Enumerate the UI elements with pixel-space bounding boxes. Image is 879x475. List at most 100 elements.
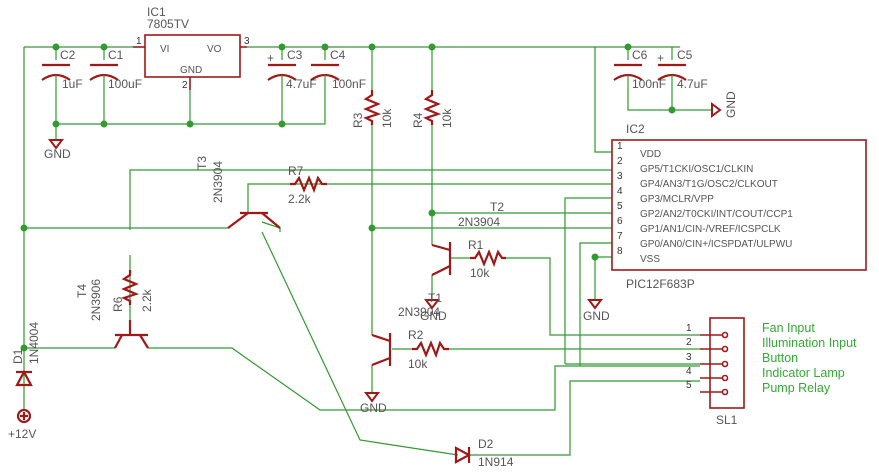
sl1-pin-num: 5	[686, 380, 692, 391]
ic2-pin-num: 8	[617, 246, 623, 257]
ic2-pin-num: 4	[617, 186, 623, 197]
sl1-name: SL1	[716, 413, 738, 427]
ic2-pin-row: 5 GP2/AN2/T0CKI/INT/COUT/CCP1	[617, 201, 793, 220]
connector-sl1: SL1 1 Fan Input 2 Illumination Input 3 B…	[686, 317, 857, 427]
diode-d2: D2 1N914	[454, 437, 514, 469]
diode-triangle	[15, 369, 33, 387]
c6-value: 100nF	[632, 77, 666, 91]
d2-value: 1N914	[478, 455, 514, 469]
transistor-t3: T3 2N3904	[195, 156, 281, 229]
supply-terminal-icon	[16, 408, 32, 424]
sl1-pin-label: Indicator Lamp	[762, 366, 845, 380]
resistor-zigzag	[470, 249, 506, 268]
d2-name: D2	[478, 437, 494, 451]
ground-icon	[364, 392, 380, 403]
capacitor-c3: + C3 4.7uF	[267, 48, 317, 91]
ic1-pin2: 2	[182, 80, 188, 91]
junction	[668, 106, 676, 114]
sl1-pin-label: Fan Input	[762, 321, 815, 335]
ic2-pin-label: GP1/AN1/CIN-/VREF/ICSPCLK	[640, 224, 781, 235]
r4-name: R4	[411, 112, 425, 128]
r3-value: 10k	[380, 108, 394, 128]
sl1-pin-socket-icon	[721, 345, 729, 353]
sl1-pin: 3 Button	[686, 351, 798, 368]
ic2-pin-row: 1 VDD	[617, 141, 661, 160]
ic2-pin-label: GP3/MCLR/VPP	[640, 194, 714, 205]
gnd-label: GND	[724, 91, 738, 118]
ic1-name: IC1	[147, 5, 166, 19]
ic2-pin-row: 8 VSS	[617, 246, 660, 265]
ic2-pin-num: 7	[617, 231, 623, 242]
ic2-pin-label: GP5/T1CKI/OSC1/CLKIN	[640, 164, 753, 175]
capacitor-c6: C6 100nF	[613, 48, 666, 91]
junction	[52, 43, 60, 51]
ic2-pin-label: GP0/AN0/CIN+/ICSPDAT/ULPWU	[640, 239, 792, 250]
r6-value: 2.2k	[140, 288, 154, 312]
sl1-pin-num: 4	[686, 366, 692, 377]
polarity-plus-icon: +	[657, 51, 664, 65]
transistor-lead	[431, 265, 451, 276]
transistor-lead	[114, 334, 123, 349]
resistor-zigzag	[423, 90, 442, 125]
c1-value: 100uF	[108, 77, 142, 91]
wire-d2-pump	[470, 380, 700, 456]
resistor-r7: R7 2.2k	[288, 164, 327, 206]
t3-value: 2N3904	[211, 161, 225, 203]
r4-value: 10k	[440, 108, 454, 128]
junction	[20, 344, 28, 352]
c3-name: C3	[287, 48, 303, 62]
resistor-zigzag	[363, 90, 382, 125]
t1-name: T1	[428, 291, 442, 305]
c2-name: C2	[60, 48, 76, 62]
t2-name: T2	[490, 200, 504, 214]
wire-gp4	[247, 183, 612, 213]
transistor-t1: T1 2N3904	[398, 242, 452, 319]
transistor-lead	[227, 212, 249, 229]
junction	[52, 120, 60, 128]
c4-value: 100nF	[332, 77, 366, 91]
resistor-r1: R1 10k	[468, 238, 506, 280]
ic1-value: 7805TV	[147, 17, 189, 31]
gnd-symbol-t1: GND	[420, 299, 447, 323]
junction	[428, 43, 436, 51]
ic2-name: IC2	[626, 122, 645, 136]
r7-value: 2.2k	[288, 192, 312, 206]
ic2-pin-num: 2	[617, 156, 623, 167]
resistor-zigzag	[412, 340, 449, 359]
ic2-pin-row: 4 GP3/MCLR/VPP	[617, 186, 714, 205]
junction	[624, 43, 632, 51]
transistor-t4: T4 2N3906	[75, 279, 149, 349]
c5-name: C5	[677, 48, 693, 62]
junction	[100, 120, 108, 128]
gnd-symbol-left: GND	[44, 139, 71, 161]
ic1-gnd-label: GND	[180, 65, 202, 76]
capacitor-c1: C1 100uF	[89, 48, 142, 91]
d1-value: 1N4004	[27, 322, 41, 364]
c3-value: 4.7uF	[286, 77, 317, 91]
ic2-pin-label: GP2/AN2/T0CKI/INT/COUT/CCP1	[640, 209, 793, 220]
junction	[321, 43, 329, 51]
sl1-pin-label: Button	[762, 351, 798, 365]
sl1-pin-num: 3	[686, 352, 692, 363]
gnd-symbol-t2: GND	[360, 392, 387, 415]
ic2-pin-row: 2 GP5/T1CKI/OSC1/CLKIN	[617, 156, 753, 175]
ground-icon	[48, 139, 64, 150]
sl1-pin-label: Pump Relay	[762, 381, 831, 395]
gnd-label: GND	[583, 309, 610, 323]
ground-icon	[587, 299, 603, 310]
gnd-label: GND	[360, 401, 387, 415]
t4-name: T4	[75, 284, 89, 298]
ic2-pin-row: 6 GP1/AN1/CIN-/VREF/ICSPCLK	[617, 216, 781, 235]
capacitor-c2: C2 1uF	[41, 48, 83, 91]
ic2-pin-num: 1	[617, 141, 623, 152]
diode-d1: D1 1N4004	[11, 322, 41, 387]
ic2-pin-num: 3	[617, 171, 623, 182]
junction	[100, 43, 108, 51]
r6-name: R6	[111, 296, 125, 312]
sl1-pin-socket-icon	[721, 388, 729, 396]
diode-triangle	[454, 446, 472, 464]
transistor-lead	[139, 334, 149, 349]
r1-value: 10k	[470, 266, 490, 280]
resistor-zigzag	[121, 270, 140, 305]
